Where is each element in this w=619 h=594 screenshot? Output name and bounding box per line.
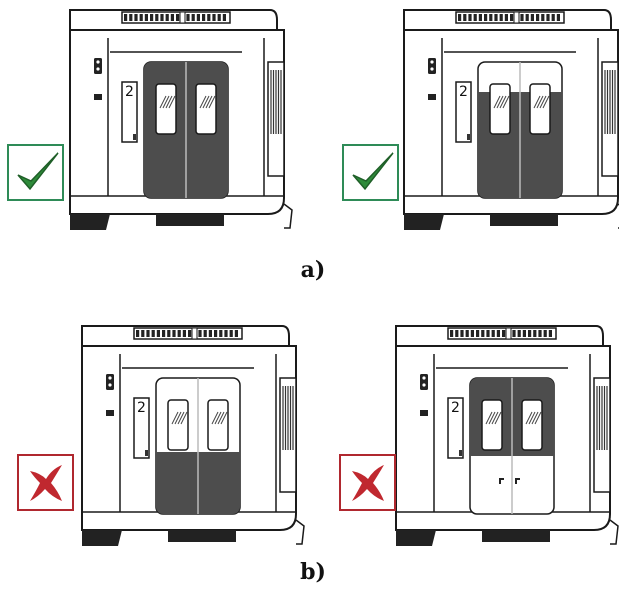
car-number: 2 <box>459 84 468 100</box>
checkmark-icon <box>352 152 394 191</box>
roof-vent <box>133 327 243 340</box>
bogie-left <box>70 214 110 230</box>
bogie-left <box>404 214 444 230</box>
door-window-2 <box>529 83 551 135</box>
verdict-box <box>342 144 399 201</box>
bogie-left <box>396 530 436 546</box>
signal-lamp <box>420 374 428 390</box>
checkmark-icon <box>17 152 59 191</box>
number-plate <box>133 397 150 459</box>
cross-icon-b-left <box>17 454 74 511</box>
bogie-left <box>82 530 122 546</box>
roof-vent <box>455 11 565 24</box>
coupler <box>295 519 305 545</box>
door-window-2 <box>207 399 229 451</box>
train-car-b-right: 2 <box>395 325 619 546</box>
checkmark-icon-a-left <box>7 144 64 201</box>
door-window-1 <box>167 399 189 451</box>
train-car-b-left: 2 <box>81 325 305 546</box>
coupler <box>283 203 293 229</box>
checkmark-icon-a-right <box>342 144 399 201</box>
cross-icon-b-right <box>339 454 396 511</box>
number-plate <box>447 397 464 459</box>
train-car-a-right: 2 <box>403 9 619 230</box>
cross-icon <box>352 465 384 501</box>
door-button <box>94 94 102 100</box>
door-window-1 <box>489 83 511 135</box>
door-b-right <box>469 377 555 515</box>
signal-lamp <box>428 58 436 74</box>
signal-lamp <box>106 374 114 390</box>
door-handle-1 <box>499 478 504 484</box>
caption-a: a) <box>300 257 326 283</box>
car-number: 2 <box>137 400 146 416</box>
door-window-1 <box>481 399 503 451</box>
number-plate <box>455 81 472 143</box>
bogie-center <box>490 214 558 226</box>
verdict-box <box>7 144 64 201</box>
door-window-2 <box>195 83 217 135</box>
cross-icon <box>30 465 62 501</box>
number-plate <box>121 81 138 143</box>
door-button <box>420 410 428 416</box>
roof-vent <box>121 11 231 24</box>
door-window-2 <box>521 399 543 451</box>
door-button <box>106 410 114 416</box>
bogie-center <box>482 530 550 542</box>
door-button <box>428 94 436 100</box>
bogie-center <box>156 214 224 226</box>
door-a-left <box>143 61 229 199</box>
door-a-right <box>477 61 563 199</box>
signal-lamp <box>94 58 102 74</box>
train-car-a-left: 2 <box>69 9 293 230</box>
car-number: 2 <box>125 84 134 100</box>
coupler <box>609 519 619 545</box>
door-b-left <box>155 377 241 515</box>
door-handle-2 <box>515 478 520 484</box>
caption-b: b) <box>300 559 326 585</box>
door-window-1 <box>155 83 177 135</box>
bogie-center <box>168 530 236 542</box>
roof-vent <box>447 327 557 340</box>
car-number: 2 <box>451 400 460 416</box>
